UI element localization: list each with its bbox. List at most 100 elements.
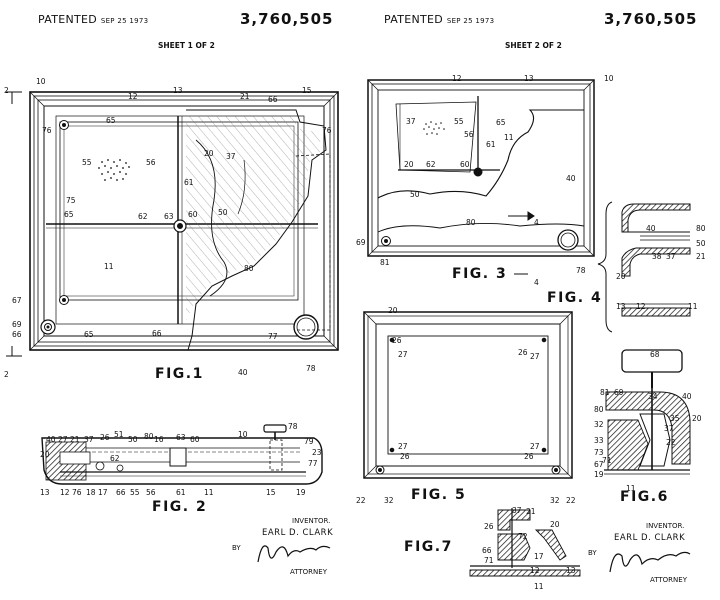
fig2-ref-11: 11 bbox=[204, 488, 214, 497]
fig6-drawing bbox=[604, 349, 691, 475]
fig1-ref-76: 76 bbox=[42, 126, 52, 135]
fig2-ref-37: 37 bbox=[84, 435, 94, 444]
fig1-ref-80: 80 bbox=[244, 264, 254, 273]
fig1-ref-65: 65 bbox=[84, 330, 94, 339]
fig1-ref-65: 65 bbox=[106, 116, 116, 125]
fig6-ref-32: 32 bbox=[594, 420, 604, 429]
fig7-ref-11: 11 bbox=[534, 582, 544, 591]
fig4-ref-37: 37 bbox=[666, 252, 676, 261]
fig1-ref-10: 10 bbox=[36, 77, 46, 86]
sheet1-patented-label: PATENTED SEP 25 1973 bbox=[38, 13, 149, 26]
fig4-ref-20: 20 bbox=[616, 272, 626, 281]
fig1-ref-67: 67 bbox=[12, 296, 22, 305]
sheet2-by-label: BY bbox=[588, 549, 597, 557]
fig3-ref-62: 62 bbox=[426, 160, 436, 169]
fig1-ref-60: 60 bbox=[188, 210, 198, 219]
fig3-ref-60: 60 bbox=[460, 160, 470, 169]
fig6-ref-69: 69 bbox=[614, 388, 624, 397]
fig3-ref-80: 80 bbox=[466, 218, 476, 227]
fig4-drawing bbox=[597, 201, 691, 333]
fig1-ref-15: 15 bbox=[302, 86, 312, 95]
fig3-ref-11: 11 bbox=[504, 133, 514, 142]
fig6-ref-37: 37 bbox=[664, 424, 674, 433]
fig1-ref-56: 56 bbox=[146, 158, 156, 167]
fig2-ref-21: 21 bbox=[70, 435, 80, 444]
fig7-ref-66: 66 bbox=[482, 546, 492, 555]
sheet1-patent-number: 3,760,505 bbox=[240, 10, 334, 28]
fig3-label: FIG. 3 bbox=[452, 266, 508, 282]
fig2-ref-26: 26 bbox=[100, 433, 110, 442]
fig3-ref-40: 40 bbox=[566, 174, 576, 183]
fig1-ref-65: 65 bbox=[64, 210, 74, 219]
fig4-ref-40: 40 bbox=[646, 224, 656, 233]
fig5-ref-32: 32 bbox=[550, 496, 560, 505]
fig4-ref-11: 11 bbox=[688, 302, 698, 311]
sheet2-attorney-label: ATTORNEY bbox=[650, 576, 687, 584]
fig2-ref-78: 78 bbox=[288, 422, 298, 431]
fig5-drawing bbox=[363, 311, 573, 479]
fig1-ref-76: 76 bbox=[322, 126, 332, 135]
fig6-ref-71: 71 bbox=[602, 456, 612, 465]
sheet1-sheet-label: SHEET 1 OF 2 bbox=[158, 41, 215, 50]
fig2-ref-63: 63 bbox=[176, 433, 186, 442]
fig2-label: FIG. 2 bbox=[152, 499, 208, 515]
fig2-ref-56: 56 bbox=[146, 488, 156, 497]
fig1-ref-12: 12 bbox=[128, 92, 138, 101]
fig1-ref-50: 50 bbox=[218, 208, 228, 217]
fig6-ref-35: 35 bbox=[670, 414, 680, 423]
fig6-ref-80: 80 bbox=[594, 405, 604, 414]
fig2-ref-61: 61 bbox=[176, 488, 186, 497]
fig2-ref-55: 55 bbox=[130, 488, 140, 497]
sheet1-signature bbox=[257, 545, 331, 563]
fig1-ref-2: 2 bbox=[4, 370, 9, 379]
fig3-ref-56: 56 bbox=[464, 130, 474, 139]
sheet1-inventor-label: INVENTOR. bbox=[292, 517, 331, 525]
fig5-ref-26: 26 bbox=[392, 336, 402, 345]
fig1-ref-2: 2 bbox=[4, 86, 9, 95]
fig5-label: FIG. 5 bbox=[411, 487, 467, 503]
fig5-ref-26: 26 bbox=[524, 452, 534, 461]
fig5-ref-27: 27 bbox=[398, 442, 408, 451]
fig6-ref-19: 19 bbox=[594, 470, 604, 479]
fig3-ref-10: 10 bbox=[604, 74, 614, 83]
fig2-ref-27: 27 bbox=[58, 435, 68, 444]
fig7-ref-13: 13 bbox=[566, 566, 576, 575]
fig6-ref-81: 81 bbox=[600, 388, 610, 397]
fig6-ref-73: 73 bbox=[594, 448, 604, 457]
fig6-ref-11: 11 bbox=[626, 484, 636, 493]
sheet1-patent-date: SEP 25 1973 bbox=[100, 17, 149, 25]
fig2-ref-10: 10 bbox=[238, 430, 248, 439]
fig5-ref-32: 32 bbox=[384, 496, 394, 505]
fig1-ref-69: 69 bbox=[12, 320, 22, 329]
fig5-ref-20: 20 bbox=[388, 306, 398, 315]
fig2-ref-79: 79 bbox=[304, 437, 314, 446]
fig6-ref-67: 67 bbox=[594, 460, 604, 469]
fig2-ref-19: 19 bbox=[296, 488, 306, 497]
fig7-drawing bbox=[469, 508, 581, 577]
fig1-ref-37: 37 bbox=[226, 152, 236, 161]
fig7-ref-12: 12 bbox=[530, 566, 540, 575]
fig5-ref-22: 22 bbox=[566, 496, 576, 505]
fig2-ref-60: 60 bbox=[190, 435, 200, 444]
fig2-ref-15: 15 bbox=[266, 488, 276, 497]
fig1-drawing bbox=[6, 91, 339, 357]
fig6-ref-40: 40 bbox=[682, 392, 692, 401]
fig1-ref-21: 21 bbox=[240, 92, 250, 101]
fig6-ref-68: 68 bbox=[650, 350, 660, 359]
fig6-label: FIG.6 bbox=[620, 489, 669, 505]
fig6-ref-20: 20 bbox=[692, 414, 702, 423]
fig5-ref-27: 27 bbox=[398, 350, 408, 359]
fig1-label: FIG.1 bbox=[155, 366, 204, 382]
fig7-ref-26: 26 bbox=[484, 522, 494, 531]
fig1-ref-61: 61 bbox=[184, 178, 194, 187]
fig4-ref-12: 12 bbox=[636, 302, 646, 311]
fig3-ref-69: 69 bbox=[356, 238, 366, 247]
sheet2-inventor-name: EARL D. CLARK bbox=[614, 533, 686, 543]
fig1-ref-66: 66 bbox=[12, 330, 22, 339]
fig3-ref-50: 50 bbox=[410, 190, 420, 199]
fig6-ref-33: 33 bbox=[594, 436, 604, 445]
fig2-ref-66: 66 bbox=[116, 488, 126, 497]
fig3-ref-37: 37 bbox=[406, 117, 416, 126]
